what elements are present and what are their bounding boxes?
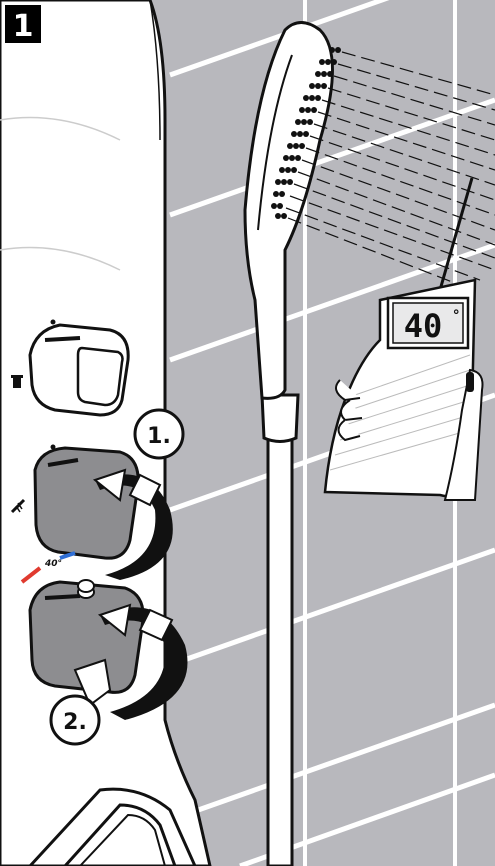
bathtub-spout-icon — [11, 375, 23, 388]
flow-knob[interactable] — [33, 444, 140, 560]
callout-step-2: 2. — [49, 694, 101, 746]
top-knob[interactable] — [28, 319, 130, 417]
rotation-arrow-2 — [73, 603, 188, 720]
hand-shower-icon — [10, 498, 26, 514]
hand — [335, 368, 484, 501]
temperature-scale: 40° — [20, 551, 76, 584]
spray-nozzles — [271, 47, 341, 219]
thermometer-unit: ° — [452, 308, 460, 324]
hot-indicator — [20, 566, 42, 584]
rotation-arrow-1 — [92, 468, 173, 580]
step-badge: 1 — [5, 5, 41, 44]
callout-step-1-text: 1. — [147, 424, 171, 449]
thermometer-reading: 40 — [404, 307, 443, 345]
shower-hose — [260, 393, 300, 866]
cold-indicator — [59, 551, 76, 560]
safety-stop-button-icon[interactable] — [77, 579, 95, 599]
thermometer: 40 ° — [323, 177, 484, 501]
callout-step-2-text: 2. — [63, 710, 87, 735]
thermometer-display: 40 ° — [386, 296, 470, 350]
shelf — [27, 787, 197, 866]
temperature-scale-label: 40° — [44, 559, 62, 569]
step-number: 1 — [13, 9, 34, 44]
callout-step-1: 1. — [133, 408, 185, 460]
